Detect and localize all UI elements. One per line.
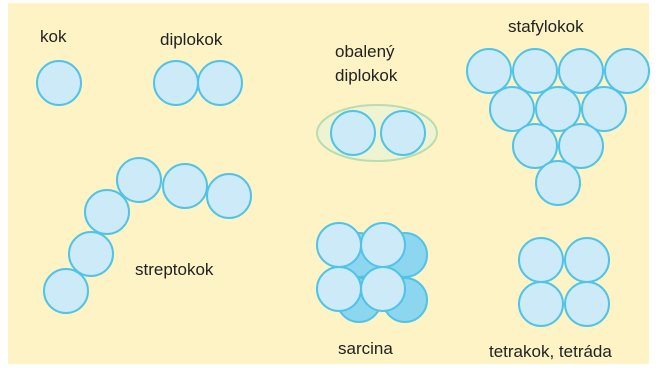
label-stafylokok: stafylokok <box>508 17 584 36</box>
streptokok-cell <box>68 231 114 277</box>
sarcina-front-cell <box>316 222 362 268</box>
obaleny-diplokok-cell <box>380 110 426 156</box>
label-sarcina: sarcina <box>338 339 393 358</box>
stafylokok-cell <box>489 86 535 132</box>
streptokok-cell <box>162 163 208 209</box>
stafylokok-cell <box>604 48 650 94</box>
obaleny-diplokok-cell <box>330 110 376 156</box>
stafylokok-cell <box>512 123 558 169</box>
stafylokok-cell <box>535 86 581 132</box>
kok-cell <box>36 60 82 106</box>
stafylokok-group <box>466 48 650 206</box>
label-obaleny-line2: diplokok <box>335 66 398 85</box>
stafylokok-cell <box>512 48 558 94</box>
tetrakok-cell <box>564 281 610 327</box>
stafylokok-cell <box>558 48 604 94</box>
label-kok: kok <box>40 27 67 46</box>
obaleny-diplokok-group <box>316 104 438 162</box>
sarcina-front-cell <box>360 222 406 268</box>
label-diplokok: diplokok <box>160 30 223 49</box>
streptokok-cell <box>84 189 130 235</box>
stafylokok-cell <box>535 160 581 206</box>
label-streptokok: streptokok <box>135 260 214 279</box>
label-tetrakok: tetrakok, tetráda <box>489 342 612 361</box>
sarcina-front-cell <box>316 266 362 312</box>
stafylokok-cell <box>466 48 512 94</box>
streptokok-group <box>43 157 252 314</box>
diplokok-group <box>153 60 243 106</box>
streptokok-cell <box>43 268 89 314</box>
tetrakok-group <box>518 237 610 327</box>
tetrakok-cell <box>518 237 564 283</box>
streptokok-cell <box>206 173 252 219</box>
diplokok-cell <box>197 60 243 106</box>
streptokok-cell <box>116 157 162 203</box>
label-obaleny-line1: obalený <box>335 42 395 61</box>
tetrakok-cell <box>518 281 564 327</box>
diplokok-cell <box>153 60 199 106</box>
tetrakok-cell <box>564 237 610 283</box>
sarcina-group <box>316 222 428 323</box>
sarcina-front-cell <box>360 266 406 312</box>
stafylokok-cell <box>558 123 604 169</box>
kok-group <box>36 60 82 106</box>
stafylokok-cell <box>581 86 627 132</box>
